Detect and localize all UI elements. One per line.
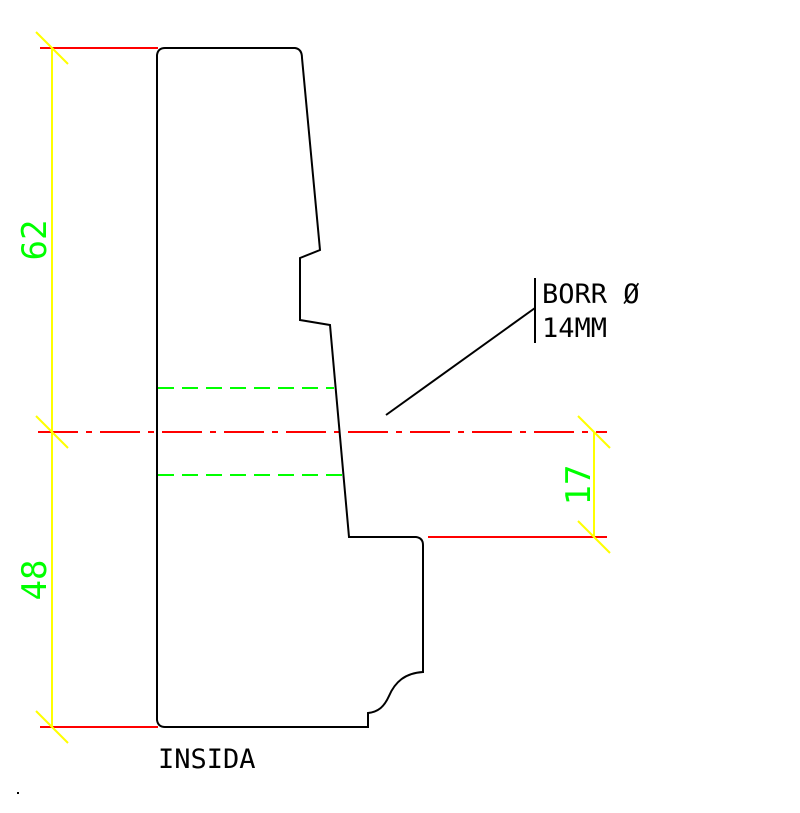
note-line1: BORR Ø — [542, 279, 640, 310]
dimension-lower: 48 — [15, 560, 55, 601]
dimension-upper: 62 — [15, 220, 55, 261]
note-line2: 14MM — [542, 313, 607, 344]
dimension-offset: 17 — [559, 465, 599, 506]
leader-line — [385, 307, 536, 416]
stray-dot — [17, 792, 19, 794]
tick — [577, 520, 611, 554]
tick — [577, 415, 611, 449]
tick — [35, 31, 69, 65]
tick — [35, 415, 69, 449]
side-label: INSIDA — [158, 744, 256, 775]
tick — [35, 710, 69, 744]
profile-outline — [156, 47, 424, 728]
